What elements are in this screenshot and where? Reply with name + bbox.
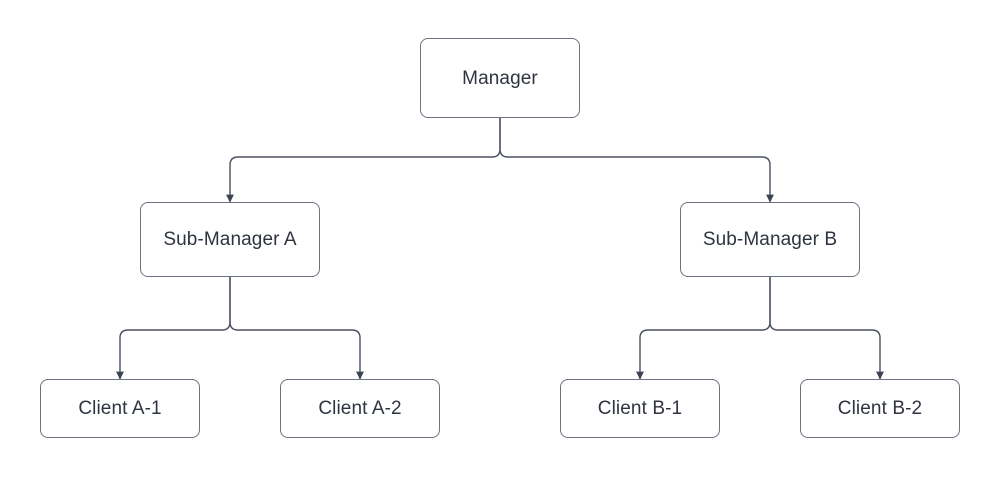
node-sub-manager-b[interactable]: Sub-Manager B	[680, 202, 860, 277]
node-client-b-1[interactable]: Client B-1	[560, 379, 720, 438]
node-manager[interactable]: Manager	[420, 38, 580, 118]
edge-manager-submgr-b	[499, 118, 774, 203]
edge-submgr-a-client-a2	[229, 277, 364, 380]
edge-submgr-a-client-a1	[116, 277, 231, 380]
node-manager-label: Manager	[462, 67, 538, 89]
node-sub-manager-a[interactable]: Sub-Manager A	[140, 202, 320, 277]
node-client-a-1[interactable]: Client A-1	[40, 379, 200, 438]
node-sub-manager-b-label: Sub-Manager B	[702, 229, 838, 250]
node-client-b-2[interactable]: Client B-2	[800, 379, 960, 438]
node-client-b-2-label: Client B-2	[837, 398, 923, 419]
node-client-a-2-label: Client A-2	[318, 398, 402, 419]
node-client-a-2[interactable]: Client A-2	[280, 379, 440, 438]
node-sub-manager-a-label: Sub-Manager A	[163, 229, 297, 250]
edge-submgr-b-client-b1	[636, 277, 771, 380]
node-client-b-1-label: Client B-1	[597, 398, 683, 419]
node-client-a-1-label: Client A-1	[78, 398, 162, 419]
edge-manager-submgr-a	[226, 118, 501, 203]
edge-submgr-b-client-b2	[769, 277, 884, 380]
